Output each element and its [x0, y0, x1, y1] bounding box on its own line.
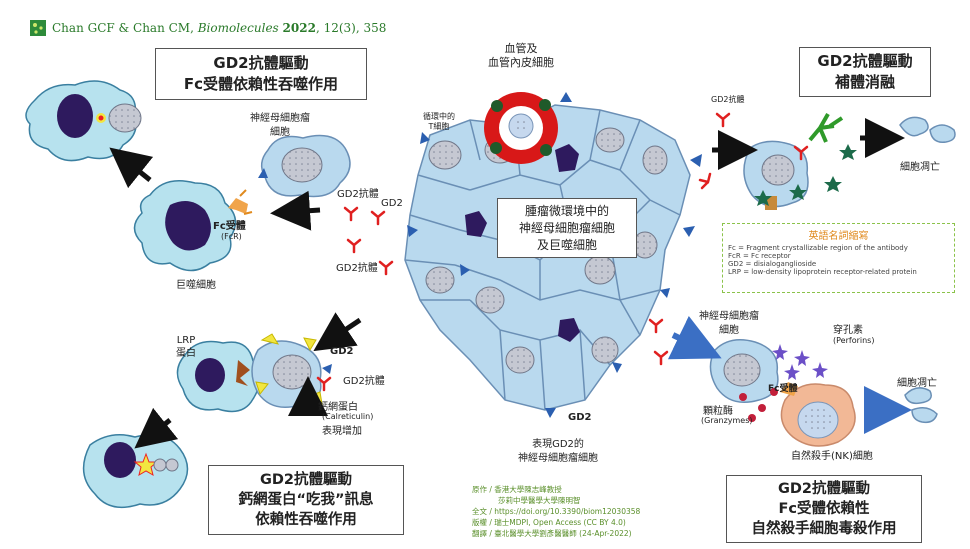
process-arrows	[109, 118, 905, 449]
legend-item: Fc = Fragment crystallizable region of t…	[728, 244, 908, 252]
macrophage-calreticulin	[176, 340, 260, 413]
label-granzyme-en: (Granzymes)	[701, 416, 753, 425]
label-lrp-2: 蛋白	[176, 348, 196, 359]
credit-line: 全文 / https://doi.org/10.3390/biom1203035…	[472, 507, 641, 516]
box-calreticulin-line3: 依賴性吞噬作用	[255, 512, 357, 528]
label-fc-receptor-b: Fc受體	[768, 384, 798, 394]
label-expression-up: 表現增加	[322, 426, 362, 437]
box-complement-line2: 補體消融	[834, 73, 895, 91]
macrophage-phagocytosing	[25, 80, 142, 162]
label-gd2-b: GD2	[330, 346, 354, 357]
label-gd2-expr-2: 神經母細胞瘤細胞	[518, 453, 598, 464]
label-perforin: 穿孔素	[833, 325, 863, 336]
label-circ-t-2: T細胞	[428, 122, 450, 131]
credit-line: 翻譯 / 臺北醫學大學劉彥醫醫師 (24-Apr-2022)	[472, 529, 632, 538]
citation-rest: , 12(3), 358	[315, 21, 387, 35]
box-calreticulin: GD2抗體驅動 鈣網蛋白“吃我”訊息 依賴性吞噬作用	[208, 465, 404, 535]
label-granzyme: 顆粒酶	[703, 406, 733, 417]
nb-cell-top	[258, 134, 351, 198]
label-vessel: 血管及 血管內皮細胞	[488, 42, 554, 70]
label-gd2-antibody-c: GD2抗體	[343, 376, 385, 387]
label-macrophage: 巨噬細胞	[176, 280, 216, 291]
label-gd2-c: GD2	[568, 412, 592, 423]
journal-logo	[30, 20, 46, 36]
box-center-line1: 腫瘤微環境中的	[524, 204, 609, 218]
blood-vessel	[484, 92, 558, 164]
macrophage-bottom	[82, 434, 189, 509]
credit-line: 版權 / 瑞士MDPI, Open Access (CC BY 4.0)	[472, 518, 626, 527]
perforin-stars	[772, 344, 828, 380]
complement-complex	[808, 113, 844, 143]
citation-journal: Biomolecules	[197, 21, 279, 35]
box-complement-line1: GD2抗體驅動	[817, 52, 913, 70]
box-calreticulin-line1: GD2抗體驅動	[259, 472, 353, 488]
complement-target-cell	[743, 140, 809, 210]
nk-arrows	[667, 315, 912, 434]
box-phagocytosis-line1: GD2抗體驅動	[213, 54, 309, 72]
label-vessel-1: 血管及	[504, 42, 538, 55]
citation: Chan GCF & Chan CM, Biomolecules 2022, 1…	[52, 21, 386, 35]
label-cell-death-a: 細胞凋亡	[900, 162, 940, 173]
label-lrp: LRP 蛋白	[176, 334, 196, 360]
label-circulating-t: 循環中的 T細胞	[423, 112, 455, 132]
abbreviation-legend: 英語名詞縮寫 Fc = Fragment crystallizable regi…	[722, 223, 955, 293]
legend-item: GD2 = disialoganglioside	[728, 260, 817, 268]
label-nk-cell: 自然殺手(NK)細胞	[791, 451, 873, 462]
box-center-line2: 神經母細胞瘤細胞	[518, 221, 615, 235]
label-nb-right-2: 細胞	[719, 325, 739, 336]
gd2-markers	[407, 92, 702, 418]
label-fc-receptor: Fc受體	[213, 221, 246, 232]
nb-cell-calreticulin	[251, 333, 332, 408]
credit-line: 莎莉中學醫學大學陳明智	[498, 496, 581, 505]
box-complement: GD2抗體驅動 補體消融	[799, 47, 931, 97]
label-lrp-1: LRP	[176, 335, 196, 346]
credits: 原作 / 香港大學陳志峰教授 莎莉中學醫學大學陳明智 全文 / https://…	[472, 484, 640, 539]
label-perforin-en: (Perforins)	[833, 336, 875, 345]
citation-authors: Chan GCF & Chan CM,	[52, 21, 194, 35]
label-circ-t-1: 循環中的	[423, 112, 455, 121]
macrophage-left	[133, 180, 253, 272]
box-phagocytosis-line2: Fc受體依賴性吞噬作用	[183, 75, 339, 93]
label-gd2-expressing: 表現GD2的 神經母細胞瘤細胞	[518, 438, 598, 466]
box-phagocytosis: GD2抗體驅動 Fc受體依賴性吞噬作用	[155, 48, 367, 100]
granzyme-dots	[739, 388, 778, 422]
box-calreticulin-line2: 鈣網蛋白“吃我”訊息	[238, 492, 374, 508]
antibodies	[316, 112, 809, 392]
label-fcr: (FcR)	[221, 232, 242, 241]
legend-title: 英語名詞縮寫	[808, 231, 869, 242]
nb-cell-nk-target	[709, 339, 779, 403]
label-nb-right: 神經母細胞瘤 細胞	[699, 310, 759, 338]
label-nb-top-1: 神經母細胞瘤	[250, 113, 310, 124]
label-calreticulin-en: (Calreticulin)	[322, 412, 374, 421]
box-center: 腫瘤微環境中的 神經母細胞瘤細胞 及巨噬細胞	[497, 198, 637, 258]
label-calreticulin: 鈣網蛋白	[318, 402, 358, 413]
label-gd2-expr-1: 表現GD2的	[532, 439, 584, 450]
legend-item: LRP = low-density lipoprotein receptor-r…	[728, 268, 917, 276]
box-nk-line1: GD2抗體驅動	[777, 481, 871, 497]
box-nk-line2: Fc受體依賴性	[778, 501, 870, 517]
label-nb-top: 神經母細胞瘤 細胞	[250, 112, 310, 140]
label-gd2-antibody-b: GD2抗體	[336, 263, 378, 274]
citation-year: 2022	[282, 21, 316, 35]
label-vessel-2: 血管內皮細胞	[488, 56, 554, 69]
label-gd2-a: GD2	[381, 198, 403, 209]
label-cell-death-b: 細胞凋亡	[897, 378, 937, 389]
complement-stars	[754, 144, 857, 206]
apoptotic-fragments-bottom	[904, 387, 938, 424]
label-gd2-antibody-a: GD2抗體	[337, 189, 379, 200]
legend-item: FcR = Fc receptor	[728, 252, 791, 260]
box-nk-line3: 自然殺手細胞毒殺作用	[751, 521, 897, 537]
box-center-line3: 及巨噬細胞	[536, 238, 597, 252]
label-nb-right-1: 神經母細胞瘤	[699, 311, 759, 322]
label-nb-top-2: 細胞	[270, 127, 290, 138]
credit-line: 原作 / 香港大學陳志峰教授	[472, 485, 562, 494]
apoptotic-fragments-top	[899, 116, 956, 143]
nk-cell	[780, 382, 856, 447]
label-gd2-antibody-top: GD2抗體	[711, 95, 745, 104]
box-nk: GD2抗體驅動 Fc受體依賴性 自然殺手細胞毒殺作用	[726, 475, 922, 543]
